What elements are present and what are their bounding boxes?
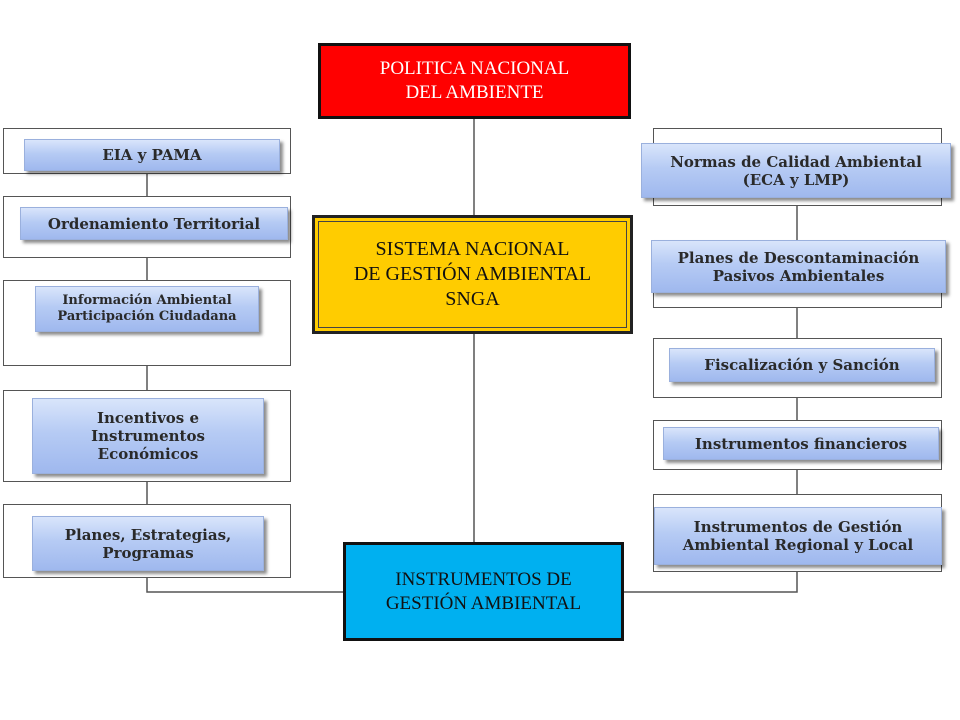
connector-right-to-instruments (624, 572, 798, 593)
left-item-incentivos: Incentivos e Instrumentos Económicos (32, 398, 264, 474)
left-item-informacion-ambiental: Información Ambiental Participación Ciud… (35, 286, 259, 332)
left-item-ordenamiento-territorial: Ordenamiento Territorial (20, 207, 288, 240)
system-node: SISTEMA NACIONAL DE GESTIÓN AMBIENTAL SN… (312, 215, 633, 334)
instruments-node: INSTRUMENTOS DE GESTIÓN AMBIENTAL (343, 542, 624, 641)
left-item-eia-pama: EIA y PAMA (24, 139, 280, 171)
right-item-instrumentos-gestion-regional: Instrumentos de Gestión Ambiental Region… (654, 507, 942, 565)
right-item-instrumentos-financieros: Instrumentos financieros (663, 427, 939, 460)
left-item-planes-estrategias: Planes, Estrategias, Programas (32, 516, 264, 571)
policy-node: POLITICA NACIONAL DEL AMBIENTE (318, 43, 631, 119)
right-item-normas-calidad: Normas de Calidad Ambiental (ECA y LMP) (641, 143, 951, 198)
right-item-fiscalizacion: Fiscalización y Sanción (669, 348, 935, 382)
connector-left-to-instruments (146, 578, 343, 593)
right-item-planes-descontaminacion: Planes de Descontaminación Pasivos Ambie… (651, 240, 946, 293)
